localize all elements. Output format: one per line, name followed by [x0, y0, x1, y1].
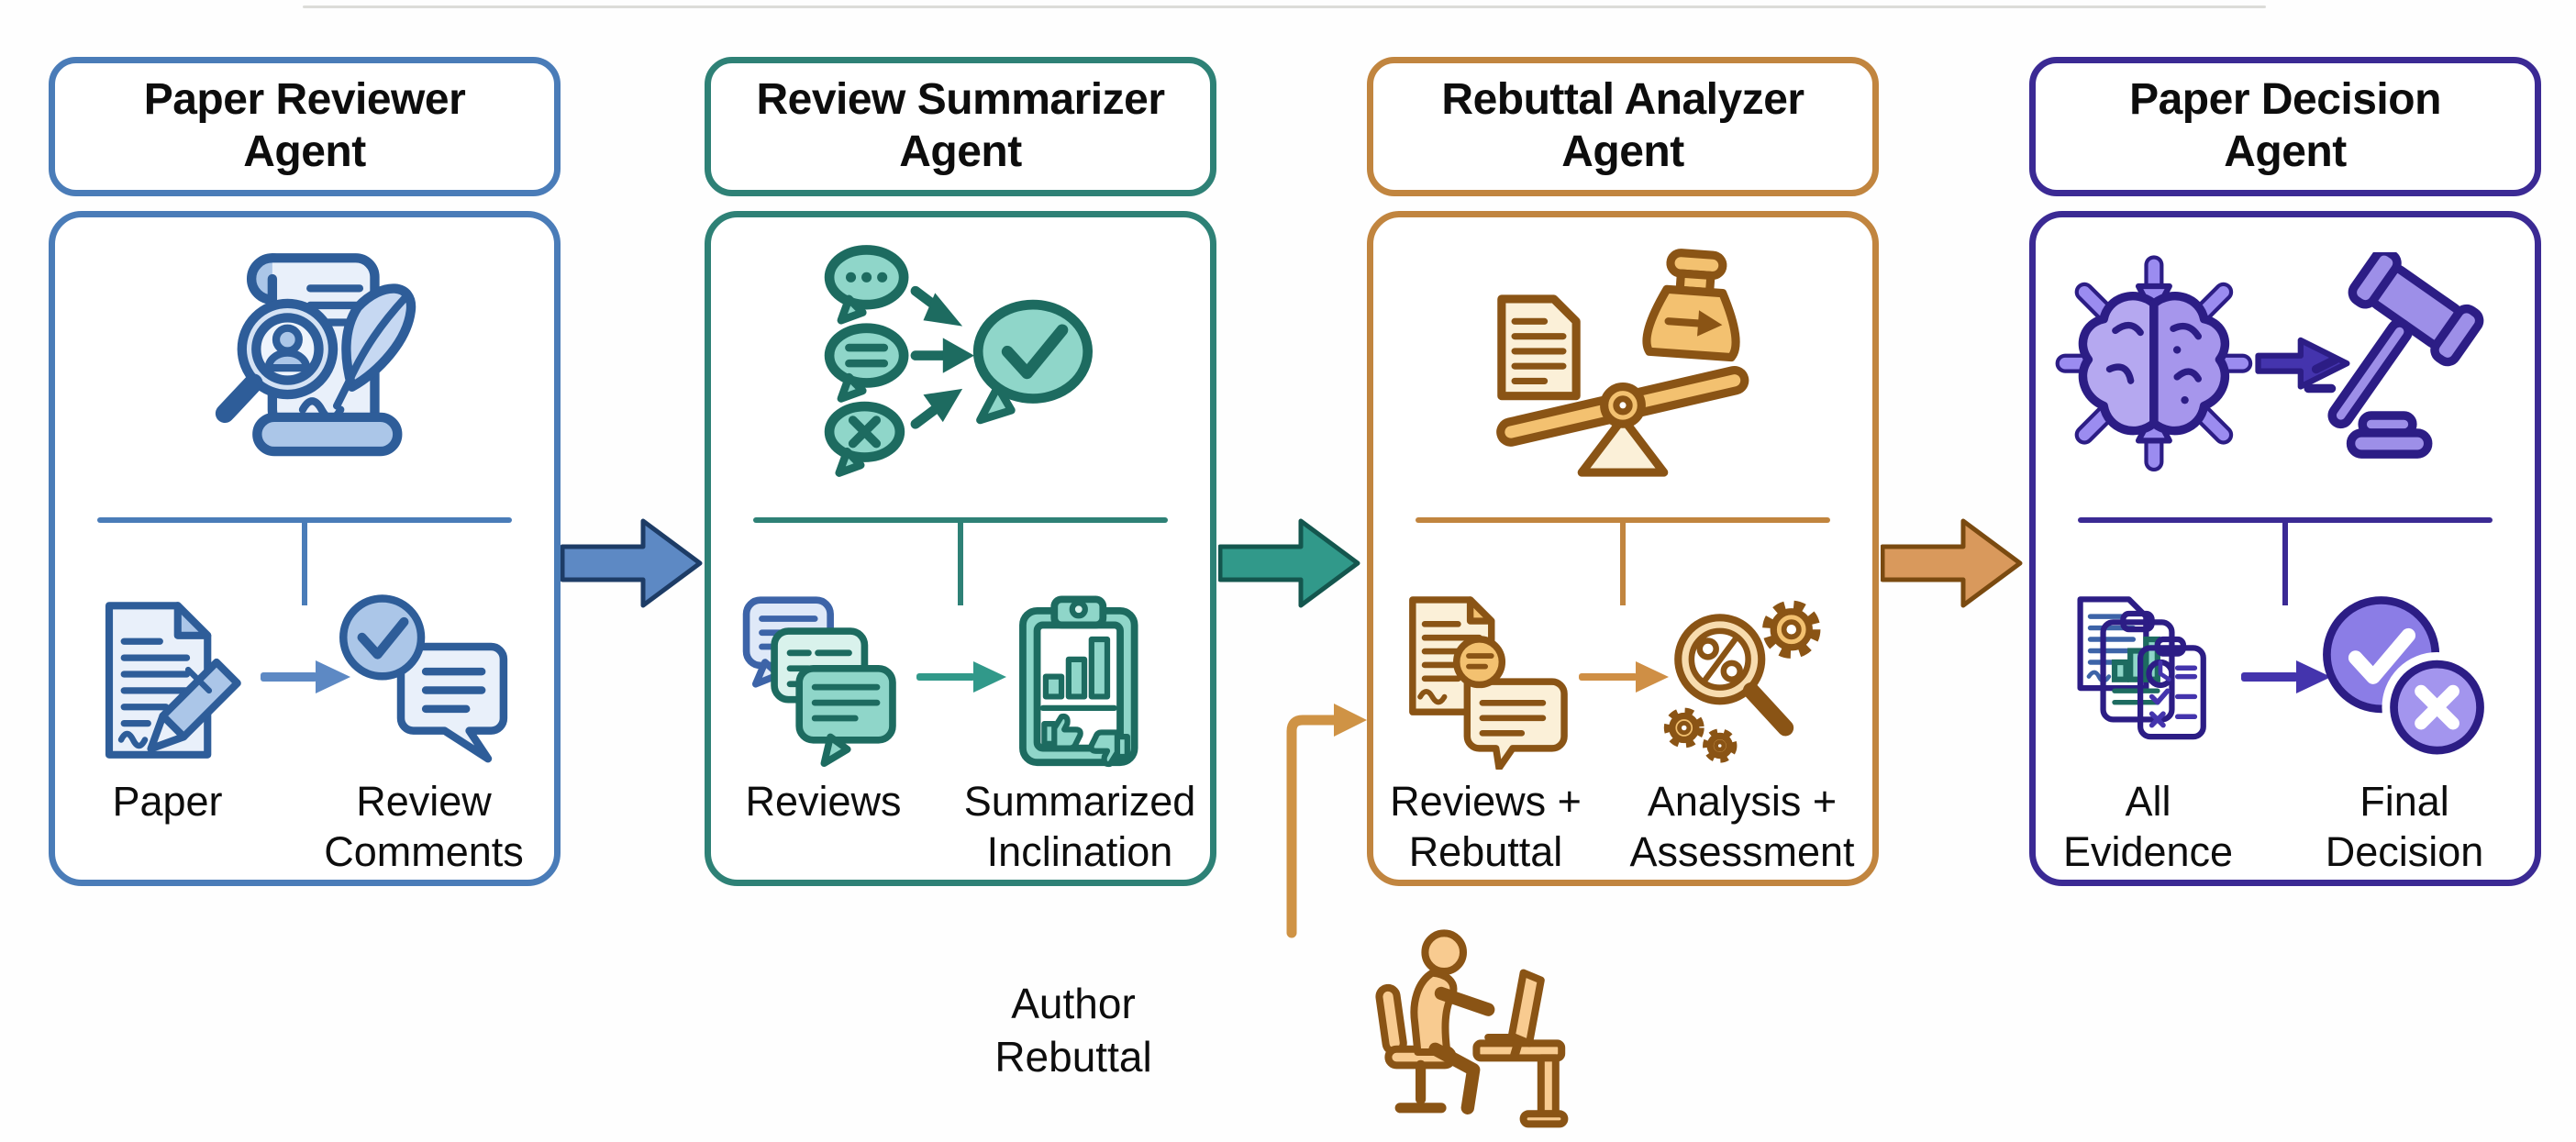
agent-card-paper-decision: Paper Decision Agent: [2029, 0, 2541, 1142]
flow-arrow-summarizer-to-analyzer: [1217, 512, 1363, 615]
top-shadow-line: [303, 6, 2266, 8]
magnifier-percent-gears-icon: [1610, 586, 1871, 774]
flow-arrow-analyzer-to-decision: [1880, 512, 2026, 615]
agent-title: Review Summarizer Agent: [756, 75, 1165, 176]
input-label: All Evidence: [2062, 778, 2234, 875]
author-at-desk-icon: [1353, 920, 1573, 1140]
author-rebuttal-label: Author Rebuttal: [994, 980, 1152, 1081]
stacked-chat-bubbles-icon: [711, 586, 936, 774]
output-label: Summarized Inclination: [963, 778, 1196, 875]
agent-title-box: Paper Reviewer Agent: [49, 57, 561, 196]
document-magnifier-bubble-icon: [1373, 586, 1598, 774]
agent-body: All Evidence Final Decision: [2029, 211, 2541, 886]
agent-title: Rebuttal Analyzer Agent: [1441, 75, 1804, 176]
scroll-magnifier-feather-icon: [162, 227, 447, 502]
paper-document-pen-icon: [55, 586, 280, 774]
agent-body: Reviews Summarized Inclination: [705, 211, 1216, 886]
agent-body: Reviews + Rebuttal Analysis + Assessment: [1367, 211, 1879, 886]
divider-stem: [302, 517, 307, 605]
review-comments-bubble-check-icon: [292, 586, 553, 774]
bubbles-merge-check-icon: [814, 243, 1107, 480]
output-label: Analysis + Assessment: [1629, 778, 1855, 875]
flow-arrow-reviewer-to-summarizer: [560, 512, 705, 615]
agent-title-box: Review Summarizer Agent: [705, 57, 1216, 196]
input-label: Reviews: [745, 778, 902, 825]
arrow-right-icon: [1577, 656, 1672, 698]
balance-seesaw-weight-icon: [1483, 234, 1763, 480]
agent-card-paper-reviewer: Paper Reviewer Agent: [49, 0, 561, 1142]
divider-stem: [2282, 517, 2288, 605]
arrow-right-icon: [2239, 656, 2335, 698]
divider-stem: [958, 517, 963, 605]
agent-title: Paper Reviewer Agent: [143, 75, 466, 176]
input-label: Reviews + Rebuttal: [1390, 778, 1582, 875]
arrow-right-icon: [915, 656, 1010, 698]
output-label: Final Decision: [2325, 778, 2484, 875]
agent-title: Paper Decision Agent: [2129, 75, 2441, 176]
arrow-right-icon: [259, 656, 354, 698]
brain-consensus-gavel-icon: [2054, 247, 2517, 486]
agent-title-box: Rebuttal Analyzer Agent: [1367, 57, 1879, 196]
agent-title-box: Paper Decision Agent: [2029, 57, 2541, 196]
agent-card-review-summarizer: Review Summarizer Agent: [705, 0, 1216, 1142]
divider-stem: [1620, 517, 1626, 605]
evidence-documents-stack-icon: [2036, 586, 2260, 774]
input-label: Paper: [112, 778, 223, 825]
agent-body: Paper Review Comments: [49, 211, 561, 886]
author-rebuttal-arrow: [1275, 691, 1380, 940]
agent-card-rebuttal-analyzer: Rebuttal Analyzer Agent: [1367, 0, 1879, 1142]
check-cross-circles-icon: [2272, 586, 2534, 774]
output-label: Review Comments: [324, 778, 524, 875]
clipboard-chart-thumbs-icon: [948, 586, 1209, 774]
